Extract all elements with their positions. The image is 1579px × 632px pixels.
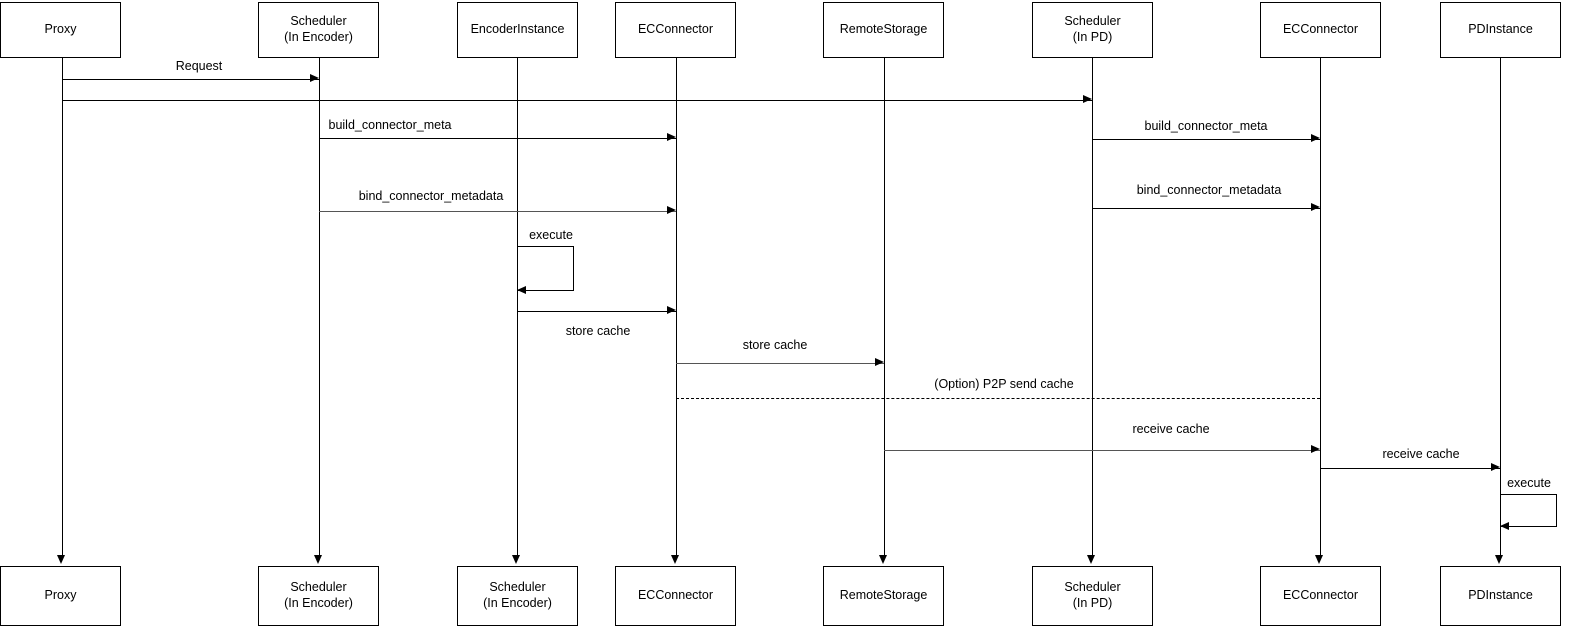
self-message-arrowhead-s1 xyxy=(517,286,526,295)
lifeline-header-remotestorage[interactable]: RemoteStorage xyxy=(823,2,944,58)
lifeline-ecconnector_r xyxy=(1319,58,1321,556)
lifeline-ecconnector_l xyxy=(675,58,677,556)
message-label-m10: receive cache xyxy=(1132,422,1210,436)
lifeline-end-arrow-ecconnector_r xyxy=(1315,555,1324,564)
lifeline-footer-ecconnector_r[interactable]: ECConnector xyxy=(1260,566,1381,626)
lifeline-end-arrow-remotestorage xyxy=(879,555,888,564)
message-line-m6 xyxy=(1092,208,1320,209)
lifeline-header-proxy[interactable]: Proxy xyxy=(0,2,121,58)
message-label-m9: (Option) P2P send cache xyxy=(934,377,1074,391)
lifeline-footer-label: Scheduler (In Encoder) xyxy=(284,580,353,610)
message-label-m8: store cache xyxy=(742,338,808,352)
message-line-m9 xyxy=(676,398,1320,399)
lifeline-footer-label: Proxy xyxy=(44,588,77,603)
lifeline-header-sched_encoder[interactable]: Scheduler (In Encoder) xyxy=(258,2,379,58)
lifeline-end-arrow-ecconnector_l xyxy=(671,555,680,564)
message-arrowhead-m6 xyxy=(1311,203,1320,212)
message-arrowhead-m5 xyxy=(667,206,676,215)
message-arrowhead-m4 xyxy=(1311,134,1320,143)
lifeline-pdinstance xyxy=(1499,58,1501,556)
lifeline-footer-label: ECConnector xyxy=(1282,588,1359,603)
lifeline-sched_encoder xyxy=(318,58,320,556)
message-label-m4: build_connector_meta xyxy=(1144,119,1268,133)
lifeline-footer-remotestorage[interactable]: RemoteStorage xyxy=(823,566,944,626)
lifeline-end-arrow-proxy xyxy=(57,555,66,564)
lifeline-end-arrow-sched_pd xyxy=(1087,555,1096,564)
lifeline-header-sched_pd[interactable]: Scheduler (In PD) xyxy=(1032,2,1153,58)
self-message-arrowhead-s2 xyxy=(1500,522,1509,531)
lifeline-header-label: PDInstance xyxy=(1468,22,1533,37)
lifeline-sched_pd xyxy=(1091,58,1093,556)
lifeline-header-label: RemoteStorage xyxy=(839,22,928,37)
lifeline-footer-label: Scheduler (In Encoder) xyxy=(483,580,552,610)
message-line-m10 xyxy=(884,450,1320,451)
message-line-m3 xyxy=(319,138,676,139)
lifeline-header-label: Scheduler (In PD) xyxy=(1064,14,1121,44)
lifeline-header-label: EncoderInstance xyxy=(470,22,565,37)
message-line-m11 xyxy=(1320,468,1500,469)
lifeline-end-arrow-sched_encoder xyxy=(314,555,323,564)
message-label-m5: bind_connector_metadata xyxy=(358,189,504,203)
message-label-m11: receive cache xyxy=(1382,447,1460,461)
lifeline-proxy xyxy=(61,58,63,556)
lifeline-footer-pdinstance[interactable]: PDInstance xyxy=(1440,566,1561,626)
message-label-m6: bind_connector_metadata xyxy=(1136,183,1282,197)
message-arrowhead-m11 xyxy=(1491,463,1500,472)
message-line-m2 xyxy=(62,100,1092,101)
message-line-m7 xyxy=(517,311,676,312)
lifeline-header-label: ECConnector xyxy=(637,22,714,37)
self-message-label-s1: execute xyxy=(529,228,573,242)
message-arrowhead-m1 xyxy=(310,74,319,83)
message-arrowhead-m10 xyxy=(1311,445,1320,454)
message-arrowhead-m8 xyxy=(875,358,884,367)
lifeline-header-label: Scheduler (In Encoder) xyxy=(284,14,353,44)
message-line-m8 xyxy=(676,363,884,364)
lifeline-header-ecconnector_r[interactable]: ECConnector xyxy=(1260,2,1381,58)
lifeline-footer-proxy[interactable]: Proxy xyxy=(0,566,121,626)
lifeline-header-pdinstance[interactable]: PDInstance xyxy=(1440,2,1561,58)
lifeline-header-ecconnector_l[interactable]: ECConnector xyxy=(615,2,736,58)
message-line-m4 xyxy=(1092,139,1320,140)
lifeline-header-encoder_inst[interactable]: EncoderInstance xyxy=(457,2,578,58)
lifeline-encoder_inst xyxy=(516,58,518,556)
message-line-m5 xyxy=(319,211,676,212)
message-label-m3: build_connector_meta xyxy=(328,118,452,132)
lifeline-end-arrow-encoder_inst xyxy=(512,555,521,564)
message-arrowhead-m2 xyxy=(1083,95,1092,104)
lifeline-footer-sched_encoder[interactable]: Scheduler (In Encoder) xyxy=(258,566,379,626)
lifeline-footer-sched_pd[interactable]: Scheduler (In PD) xyxy=(1032,566,1153,626)
self-message-loop-s2 xyxy=(1500,494,1557,527)
message-line-m1 xyxy=(62,79,319,80)
lifeline-header-label: ECConnector xyxy=(1282,22,1359,37)
lifeline-end-arrow-pdinstance xyxy=(1495,555,1504,564)
lifeline-remotestorage xyxy=(883,58,885,556)
lifeline-footer-encoder_inst[interactable]: Scheduler (In Encoder) xyxy=(457,566,578,626)
lifeline-header-label: Proxy xyxy=(44,22,77,37)
lifeline-footer-label: RemoteStorage xyxy=(839,588,928,603)
lifeline-footer-label: ECConnector xyxy=(637,588,714,603)
message-label-m1: Request xyxy=(175,59,223,73)
self-message-label-s2: execute xyxy=(1507,476,1551,490)
message-arrowhead-m7 xyxy=(667,306,676,315)
message-arrowhead-m3 xyxy=(667,133,676,142)
lifeline-footer-ecconnector_l[interactable]: ECConnector xyxy=(615,566,736,626)
lifeline-footer-label: PDInstance xyxy=(1468,588,1533,603)
lifeline-footer-label: Scheduler (In PD) xyxy=(1064,580,1121,610)
message-label-m7: store cache xyxy=(565,324,631,338)
self-message-loop-s1 xyxy=(517,246,574,291)
